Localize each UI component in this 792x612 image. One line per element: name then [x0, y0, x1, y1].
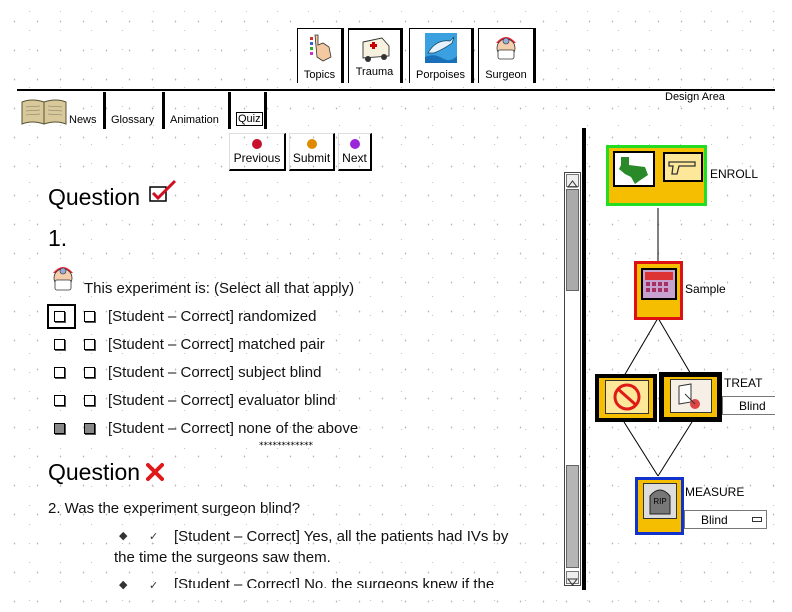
- measure-select-value: Blind: [701, 513, 728, 527]
- question1-number: 1.: [48, 225, 68, 251]
- question2-heading: Question: [48, 459, 141, 485]
- option-randomized-key-checkbox: [54, 311, 65, 322]
- sample-calendar-icon: [641, 268, 677, 300]
- panel-divider: [582, 128, 586, 590]
- tab-surgeon-label: Surgeon: [485, 69, 527, 81]
- tab-news-label: News: [69, 114, 97, 126]
- question-separator: ************: [259, 441, 313, 451]
- design-area-label: Design Area: [665, 91, 725, 103]
- previous-dot-icon: [252, 139, 262, 149]
- option-matched-pair-checkbox[interactable]: [84, 339, 95, 350]
- option-evaluator-blind-label: [Student – Correct] evaluator blind: [108, 392, 336, 409]
- tab-glossary[interactable]: Glossary: [108, 92, 165, 129]
- option-subject-blind-checkbox[interactable]: [84, 367, 95, 378]
- measure-select[interactable]: Blind: [684, 510, 767, 529]
- tab-trauma-label: Trauma: [355, 66, 394, 78]
- question1-heading: Question: [48, 184, 141, 210]
- rip-text: RIP: [653, 497, 666, 506]
- top-divider: [17, 89, 775, 91]
- texas-map-icon: [613, 151, 655, 187]
- measure-node[interactable]: RIP: [635, 477, 684, 535]
- treat-node-a[interactable]: [595, 374, 657, 422]
- option-matched-pair-key-checkbox: [54, 339, 65, 350]
- sample-node[interactable]: [634, 261, 683, 320]
- option-randomized-checkbox[interactable]: [84, 311, 95, 322]
- no-treatment-icon: [605, 380, 649, 414]
- scroll-up-arrow[interactable]: [566, 174, 579, 188]
- focus-frame: [47, 304, 76, 329]
- option-none-key-checkbox: [54, 423, 65, 434]
- surgeon-small-icon: [48, 262, 78, 298]
- question1-prompt: This experiment is: (Select all that app…: [84, 280, 355, 297]
- book-icon: [20, 98, 68, 126]
- option-subject-blind-key-checkbox: [54, 367, 65, 378]
- quiz-scrollbar[interactable]: [564, 172, 581, 586]
- submit-button[interactable]: Submit: [289, 133, 335, 171]
- next-dot-icon: [349, 139, 360, 149]
- answer1-key-radio: ◆: [119, 529, 128, 542]
- tab-quiz-label: Quiz: [236, 112, 263, 126]
- answer1-label: [Student – Correct] Yes, all the patient…: [174, 528, 509, 545]
- answer1-label-cont: the time the surgeons saw them.: [114, 549, 331, 566]
- option-none-checkbox[interactable]: [84, 423, 95, 434]
- tab-news[interactable]: News: [66, 92, 106, 129]
- tab-quiz[interactable]: Quiz: [233, 92, 267, 129]
- option-none-label: [Student – Correct] none of the above: [108, 420, 359, 437]
- tab-trauma[interactable]: Trauma: [348, 28, 403, 83]
- answer2-radio[interactable]: ✓: [149, 579, 159, 592]
- hand-pointing-icon: [309, 34, 331, 62]
- measure-select-arrow-icon: [752, 517, 762, 522]
- option-matched-pair-label: [Student – Correct] matched pair: [108, 336, 325, 353]
- correct-check-icon: [149, 179, 177, 209]
- option-subject-blind-label: [Student – Correct] subject blind: [108, 364, 322, 381]
- option-randomized-label: [Student – Correct] randomized: [108, 308, 317, 325]
- design-connectors: [623, 208, 693, 477]
- iv-treatment-icon: [670, 379, 712, 413]
- measure-label: MEASURE: [685, 485, 745, 499]
- answer2-label: [Student – Correct] No, the surgeons kne…: [174, 576, 495, 588]
- treat-label: TREAT: [724, 376, 763, 390]
- previous-button[interactable]: Previous: [229, 133, 286, 171]
- enroll-label: ENROLL: [710, 167, 759, 181]
- answer1-radio[interactable]: ✓: [149, 530, 159, 543]
- tab-animation-label: Animation: [170, 114, 219, 126]
- ambulance-icon: [362, 37, 389, 62]
- incorrect-x-icon: [146, 463, 164, 485]
- submit-dot-icon: [306, 139, 317, 149]
- tab-animation[interactable]: Animation: [167, 92, 231, 129]
- tab-porpoises[interactable]: Porpoises: [409, 28, 474, 83]
- treat-node-b[interactable]: [659, 372, 722, 422]
- surgeon-icon: [496, 37, 516, 60]
- next-label: Next: [342, 151, 367, 165]
- option-evaluator-blind-checkbox[interactable]: [84, 395, 95, 406]
- scroll-track-lower: [566, 465, 579, 568]
- treat-select-value: Blind: [739, 399, 766, 413]
- enroll-node[interactable]: [606, 145, 707, 206]
- sample-label: Sample: [685, 282, 726, 296]
- previous-label: Previous: [233, 151, 281, 165]
- tab-topics[interactable]: Topics: [297, 28, 344, 83]
- answer2-key-radio: ◆: [119, 578, 128, 591]
- tombstone-icon: RIP: [643, 483, 677, 519]
- tab-porpoises-label: Porpoises: [416, 69, 465, 81]
- dolphin-icon: [424, 33, 457, 63]
- gun-icon: [663, 152, 703, 182]
- tab-glossary-label: Glossary: [111, 114, 155, 126]
- scroll-thumb[interactable]: [566, 189, 579, 291]
- next-button[interactable]: Next: [338, 133, 372, 171]
- question2-prompt: 2. Was the experiment surgeon blind?: [48, 500, 301, 517]
- scroll-down-arrow[interactable]: [566, 571, 579, 586]
- tab-topics-label: Topics: [303, 69, 336, 81]
- tab-surgeon[interactable]: Surgeon: [478, 28, 536, 83]
- submit-label: Submit: [292, 151, 331, 165]
- option-evaluator-blind-key-checkbox: [54, 395, 65, 406]
- treat-select[interactable]: Blind: [722, 396, 775, 415]
